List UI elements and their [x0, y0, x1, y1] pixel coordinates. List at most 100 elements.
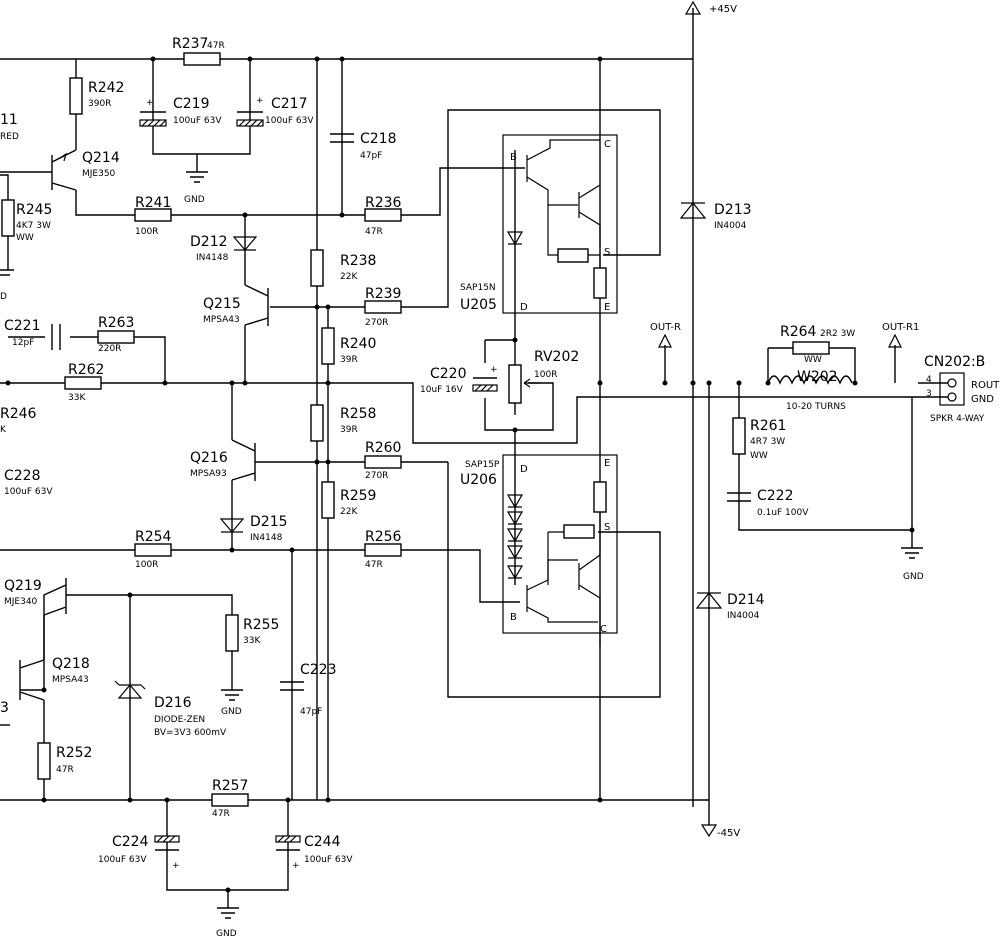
- r241-body: [134, 208, 172, 222]
- svg-text:100R: 100R: [135, 227, 158, 237]
- d213-symbol: [679, 202, 707, 219]
- svg-text:R242: R242: [88, 80, 124, 96]
- r255-body: [225, 614, 239, 652]
- svg-text:GND: GND: [184, 195, 205, 205]
- svg-text:IN4148: IN4148: [196, 253, 229, 263]
- svg-text:47pF: 47pF: [360, 151, 382, 161]
- svg-text:R260: R260: [365, 440, 401, 456]
- svg-text:B: B: [510, 152, 517, 163]
- svg-text:WW: WW: [750, 451, 768, 461]
- capacitors: [51, 111, 751, 851]
- svg-text:GND: GND: [216, 929, 237, 939]
- svg-text:R245: R245: [16, 202, 52, 218]
- svg-text:C219: C219: [173, 96, 210, 112]
- c219-symbol: [139, 111, 167, 127]
- svg-text:Q215: Q215: [203, 296, 241, 312]
- svg-text:R255: R255: [243, 617, 279, 633]
- svg-text:C217: C217: [271, 96, 308, 112]
- gnd-symbol-bottom: [217, 907, 239, 919]
- svg-text:0.1uF 100V: 0.1uF 100V: [757, 508, 809, 518]
- svg-text:100uF 63V: 100uF 63V: [4, 487, 53, 497]
- module-u206: D E S B C: [502, 454, 618, 645]
- q219-symbol: [43, 578, 67, 660]
- svg-text:4K7 3W: 4K7 3W: [16, 221, 51, 231]
- svg-text:U205: U205: [460, 297, 497, 313]
- svg-text:C221: C221: [4, 318, 41, 334]
- labels: +45V -45V OUT-R OUT-R1 CN202:B 4 3 ROUT …: [0, 4, 1000, 939]
- svg-text:S: S: [604, 522, 610, 533]
- svg-text:390R: 390R: [88, 99, 111, 109]
- svg-text:C218: C218: [360, 131, 397, 147]
- svg-text:11: 11: [0, 112, 18, 128]
- svg-text:D214: D214: [727, 592, 765, 608]
- svg-text:U206: U206: [460, 472, 497, 488]
- svg-text:K: K: [0, 425, 7, 435]
- svg-text:100R: 100R: [534, 370, 557, 380]
- svg-text:4R7 3W: 4R7 3W: [750, 437, 785, 447]
- svg-text:MJE350: MJE350: [82, 169, 116, 179]
- svg-text:R237: R237: [172, 36, 208, 52]
- label-pos-rail: +45V: [709, 4, 737, 15]
- svg-text:R241: R241: [135, 195, 171, 211]
- svg-text:33K: 33K: [68, 393, 86, 403]
- svg-text:E: E: [604, 302, 610, 313]
- c218-symbol: [330, 133, 354, 143]
- svg-text:+: +: [292, 861, 300, 871]
- svg-text:47R: 47R: [365, 560, 383, 570]
- svg-text:C224: C224: [112, 834, 149, 850]
- r257-body: [211, 793, 249, 807]
- d214-symbol: [695, 592, 723, 609]
- label-out-r1: OUT-R1: [882, 322, 919, 333]
- svg-text:R258: R258: [340, 406, 376, 422]
- wires: [0, 8, 918, 908]
- transistors: [19, 149, 269, 701]
- neg-rail-arrow: [700, 824, 718, 838]
- svg-text:R257: R257: [212, 778, 248, 794]
- svg-text:D215: D215: [250, 514, 288, 530]
- svg-text:39R: 39R: [340, 425, 358, 435]
- svg-text:SAP15P: SAP15P: [465, 460, 500, 470]
- svg-text:MPSA43: MPSA43: [52, 675, 89, 685]
- r240-body: [321, 327, 335, 365]
- svg-text:E: E: [604, 458, 610, 469]
- label-neg-rail: -45V: [717, 828, 740, 839]
- svg-text:Q219: Q219: [4, 578, 42, 594]
- r258-body: [310, 404, 324, 442]
- q218-symbol: [19, 659, 45, 701]
- svg-text:+: +: [146, 98, 154, 108]
- svg-text:MPSA93: MPSA93: [190, 469, 227, 479]
- svg-text:GND: GND: [971, 394, 994, 405]
- q216-symbol: [231, 439, 256, 481]
- svg-text:R259: R259: [340, 488, 376, 504]
- svg-text:4: 4: [926, 375, 932, 385]
- svg-text:R264: R264: [780, 324, 817, 340]
- svg-text:D: D: [0, 292, 7, 302]
- out-r-arrow: [658, 333, 672, 348]
- r263-body: [97, 330, 135, 344]
- svg-text:10uF 16V: 10uF 16V: [420, 385, 464, 395]
- svg-text:100R: 100R: [135, 560, 158, 570]
- svg-text:R256: R256: [365, 529, 402, 545]
- c221-symbol: [51, 324, 61, 350]
- svg-text:MPSA43: MPSA43: [203, 315, 240, 325]
- gnd-symbol-c219: [186, 171, 208, 183]
- gnd-symbol-right: [901, 547, 923, 559]
- svg-text:22K: 22K: [340, 507, 358, 517]
- r262-body: [64, 376, 102, 390]
- svg-text:39R: 39R: [340, 355, 358, 365]
- r260-body: [364, 455, 402, 469]
- svg-text:C: C: [600, 624, 607, 635]
- svg-text:WW: WW: [804, 355, 822, 365]
- c224-symbol: [154, 835, 180, 851]
- svg-text:BV=3V3 600mV: BV=3V3 600mV: [154, 728, 227, 738]
- svg-text:3: 3: [926, 389, 932, 399]
- r261-body: [732, 417, 746, 455]
- c220-symbol: [472, 377, 498, 392]
- d216-symbol: [114, 680, 146, 699]
- svg-text:C228: C228: [4, 468, 41, 484]
- d212-symbol: [232, 236, 258, 251]
- r254-body: [134, 543, 172, 557]
- svg-text:IN4148: IN4148: [250, 533, 283, 543]
- svg-text:WW: WW: [16, 233, 34, 243]
